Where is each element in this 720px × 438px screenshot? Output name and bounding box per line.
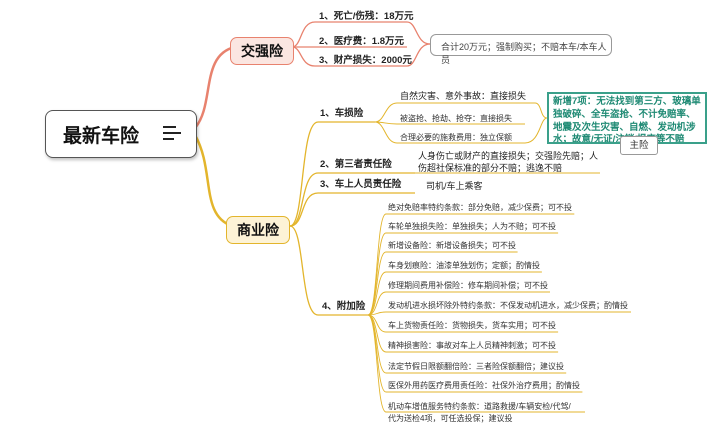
fjx-item: 机动车增值服务特约条款：道路救援/车辆安检/代驾/代为送检4项，可任选投保；建议…	[388, 402, 571, 423]
fjx-connector	[367, 271, 542, 316]
csx-highlight: 新增7项：无法找到第三方、玻璃单独破碎、全车盗抢、不计免赔率、地震及次生灾害、自…	[553, 96, 701, 144]
root-node[interactable]: 最新车险	[45, 110, 197, 158]
fjx-label: 4、附加险	[322, 301, 366, 312]
branch-jqx-label: 交强险	[241, 43, 283, 59]
csx-sub-3: 合理必要的施救费用：独立保额	[400, 133, 512, 142]
branch-syx-label: 商业险	[237, 222, 279, 238]
csx-label: 1、车损险	[320, 108, 364, 119]
fjx-connector	[367, 314, 585, 413]
fjx-connector	[367, 213, 575, 316]
fjx-connector	[367, 291, 550, 316]
fjx-item: 车轮单独损失险：单独损失；人为不赔；可不投	[388, 222, 556, 231]
fjx-connector	[367, 251, 518, 316]
root-title: 最新车险	[63, 126, 140, 147]
fjx-item: 精神损害险：事故对车上人员精神刺激；可不投	[388, 341, 556, 350]
cszw-label: 3、车上人员责任险	[320, 179, 402, 190]
fjx-connector	[367, 311, 631, 316]
fjx-item: 法定节假日限额翻倍险：三者险保额翻倍；建议投	[388, 362, 564, 371]
fjx-item: 发动机进水损坏除外特约条款：不保发动机进水，减少保费；酌情投	[388, 301, 628, 310]
fjx-item: 车身划痕险：油漆单独划伤；定额；酌情投	[388, 261, 540, 270]
fjx-item: 绝对免赔率特约条款：部分免赔，减少保费；可不投	[388, 203, 572, 212]
jqx-note: 合计20万元；强制购买；不赔本车/本车人员	[430, 34, 612, 65]
main-insurance-tag[interactable]: 主险	[620, 136, 658, 155]
csx-highlight-box: 新增7项：无法找到第三方、玻璃单独破碎、全车盗抢、不计免赔率、地震及次生灾害、自…	[547, 92, 707, 144]
branch-jqx[interactable]: 交强险	[230, 37, 294, 65]
fjx-connector	[367, 232, 559, 316]
szx-label: 2、第三者责任险	[320, 159, 392, 170]
connector-jqx	[194, 45, 236, 129]
szx-desc: 人身伤亡或财产的直接损失；交强险先赔；人伤超社保标准的部分不赔；逃逸不赔	[418, 151, 599, 173]
csx-sub-1: 自然灾害、意外事故：直接损失	[400, 91, 527, 101]
jqx-item-2: 2、医疗费：1.8万元	[319, 36, 404, 47]
fjx-item: 修理期间费用补偿险：修车期间补偿；可不投	[388, 281, 548, 290]
branch-syx[interactable]: 商业险	[226, 216, 290, 244]
connector-syx	[193, 134, 233, 228]
csx-sub-2: 被盗抢、抢劫、抢夺：直接损失	[400, 114, 512, 123]
fjx-item: 医保外用药医疗费用责任险：社保外治疗费用；酌情投	[388, 381, 580, 390]
fjx-item: 车上货物责任险：货物损失，货车实用；可不投	[388, 321, 556, 330]
jqx-item-1: 1、死亡/伤残：18万元	[319, 11, 414, 22]
menu-icon[interactable]	[163, 126, 181, 142]
jqx-item-3: 3、财产损失：2000元	[319, 55, 412, 66]
fjx-item: 新增设备险：新增设备损失；可不投	[388, 241, 516, 250]
cszw-desc: 司机/车上乘客	[426, 181, 483, 191]
